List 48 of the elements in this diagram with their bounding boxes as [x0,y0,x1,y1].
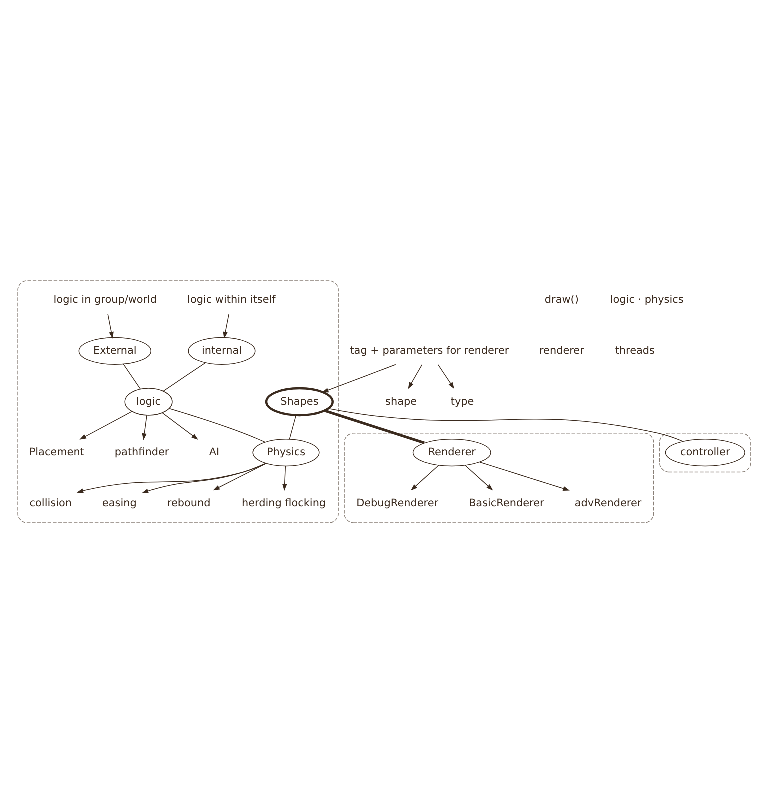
connector [169,408,266,443]
label: renderer [539,344,584,357]
label: threads [615,344,655,357]
arrow [162,412,198,440]
cluster [18,280,339,524]
node-text: advRenderer [574,497,642,510]
node-text: logic in group/world [54,294,158,306]
node-text: pathfinder [114,446,170,459]
connector [123,364,142,390]
node-ellipse: internal [188,337,256,366]
node-text: shape [386,396,418,408]
arrow [282,466,288,491]
node-ellipse: Physics [252,438,320,467]
arrow [322,364,396,393]
node-text: rebound [167,497,211,510]
label: draw() [544,294,579,306]
connector [289,415,297,440]
node-text: tag + parameters for renderer [350,344,510,357]
arrow [213,463,267,491]
node-ellipse: logic [124,388,173,416]
arrow [408,364,423,390]
arrow [142,415,148,440]
label: logic · physics [610,294,684,306]
arrow [464,465,494,491]
connector [324,410,425,444]
arrow [223,314,230,339]
node-text: type [450,396,474,408]
arrow [480,462,570,491]
node-ellipse: External [78,337,152,366]
node-text: AI [209,446,220,459]
arrow [438,364,454,390]
node-text: BasicRenderer [469,497,544,510]
connector [163,362,206,392]
node-text: DebugRenderer [356,497,439,510]
node-text: Placement [29,446,84,459]
node-ellipse: Renderer [412,438,492,467]
node-text: easing [102,497,137,510]
node-ellipse: controller [665,438,746,467]
cluster [344,433,654,524]
arrow [76,463,267,494]
cluster [659,433,752,473]
node-text: logic within itself [188,294,276,306]
arrow [80,411,133,440]
arrow [142,463,266,494]
arrow [410,465,440,491]
arrow [108,314,114,339]
node-text: herding flocking [242,497,326,510]
node-text: collision [30,497,72,510]
